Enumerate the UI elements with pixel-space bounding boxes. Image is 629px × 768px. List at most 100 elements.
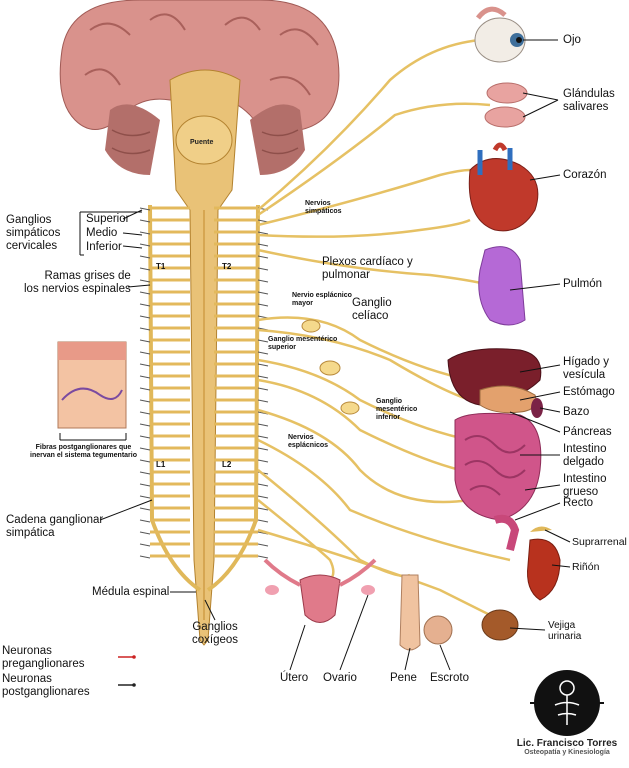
gray-ramus [139,267,151,271]
rectum [493,514,520,551]
gray-ramus [139,411,151,415]
label-nervios-simpaticos: Nervios simpáticos [305,200,342,215]
intestines [454,412,542,521]
spinal-rami [139,206,269,559]
spleen [531,398,543,418]
gray-ramus [257,459,269,463]
gray-ramus [257,255,269,259]
gray-ramus [139,519,151,523]
label-glandulas: Glándulas salivares [563,88,615,113]
label-ovario: Ovario [323,672,357,684]
label-plexos: Plexos cardíaco y pulmonar [322,256,413,281]
label-bazo: Bazo [563,406,590,418]
gray-ramus [139,483,151,487]
label-fibras: Fibras postganglionares que inervan el s… [30,444,137,459]
label-rinon: Riñón [572,561,600,573]
gray-ramus [139,387,151,391]
legend-post: Neuronas postganglionares [2,673,90,698]
gray-ramus [139,375,151,379]
legend-lines [118,655,136,687]
label-ganglio-celiaco: Ganglio celíaco [352,297,392,322]
label-medio: Medio [86,227,118,239]
gray-ramus [257,399,269,403]
label-pene: Pene [390,672,417,684]
gray-ramus [139,543,151,547]
credit-name: Lic. Francisco Torres [516,738,618,749]
label-inferior: Inferior [86,241,122,253]
gray-ramus [139,435,151,439]
label-recto: Recto [563,497,594,509]
gray-ramus [139,423,151,427]
gray-ramus [139,471,151,475]
label-ramas-grises: Ramas grises de los nervios espinales [24,270,131,295]
gray-ramus [139,243,151,247]
gray-ramus [257,231,269,235]
gray-ramus [257,495,269,499]
label-estomago: Estómago [563,386,615,398]
label-escroto: Escroto [430,672,469,684]
gray-ramus [139,207,151,211]
label-puente: Puente [190,139,214,146]
lung [478,246,526,326]
heart [468,142,539,232]
label-suprarrenal: Suprarrenal [572,536,627,548]
gray-ramus [257,279,269,283]
gray-ramus [257,435,269,439]
spinal-cord [169,69,241,646]
label-ganglio-mes-sup: Ganglio mesentérico superior [268,336,338,351]
gray-ramus [257,483,269,487]
gray-ramus [257,507,269,511]
logo [530,670,604,736]
label-ganglios-cervicales: Ganglios simpáticos cervicales [6,214,61,252]
gray-ramus [139,495,151,499]
gray-ramus [257,363,269,367]
gray-ramus [257,339,269,343]
label-ganglio-mes-inf: Ganglio mesentérico inferior [376,398,418,421]
penis [399,574,421,651]
gray-ramus [257,375,269,379]
label-cadena: Cadena ganglionar simpática [6,514,104,539]
label-medula: Médula espinal [92,586,170,598]
brain [59,0,340,175]
legend-pre: Neuronas preganglionares [2,645,85,670]
gray-ramus [139,531,151,535]
ganglia [301,319,360,415]
sympathetic-chains [148,204,260,592]
gray-ramus [257,243,269,247]
gray-ramus [139,507,151,511]
gray-ramus [139,315,151,319]
gray-ramus [257,447,269,451]
bladder [481,609,519,641]
gray-ramus [139,291,151,295]
gray-ramus [257,555,269,559]
gray-ramus [257,543,269,547]
gray-ramus [139,399,151,403]
label-l1: L1 [156,460,166,469]
label-higado: Hígado y vesícula [563,356,610,381]
uterus [263,558,377,623]
credit-subtitle: Osteopatía y Kinesiología [524,749,610,756]
gray-ramus [139,447,151,451]
credit: Lic. Francisco Torres Osteopatía y Kines… [508,738,626,756]
label-pancreas: Páncreas [563,426,612,438]
gray-ramus [139,459,151,463]
label-pulmon: Pulmón [563,278,602,290]
gray-ramus [139,303,151,307]
label-corazon: Corazón [563,169,607,181]
gray-ramus [257,387,269,391]
label-t2: T2 [222,262,232,271]
label-coxigeos: Ganglios coxígeos [192,621,239,646]
label-nervios-esplacnicos: Nervios esplácnicos [288,434,329,449]
leader-lines [59,39,571,671]
eye [474,6,526,63]
label-vejiga: Vejiga urinaria [548,620,582,642]
gray-ramus [139,255,151,259]
gray-ramus [139,327,151,331]
nerve-branches [257,38,511,622]
gray-ramus [257,303,269,307]
skin-inset [57,341,127,429]
kidney [527,526,561,601]
gray-ramus [139,219,151,223]
